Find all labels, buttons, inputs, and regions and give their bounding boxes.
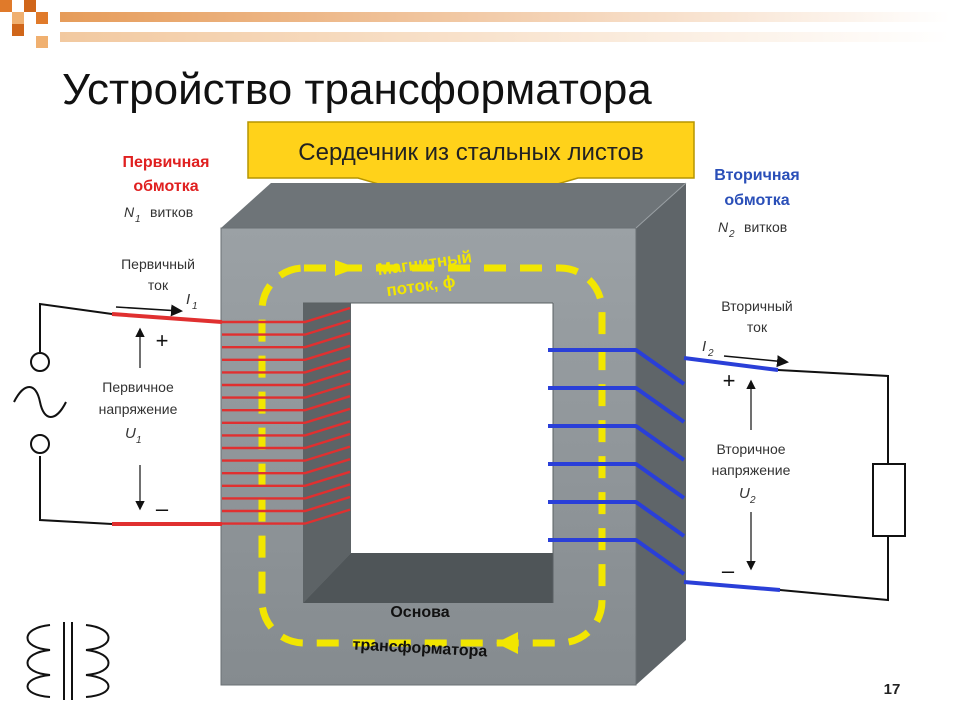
secondary-voltage-symbol: U (739, 485, 750, 502)
primary-winding-title-line1: Первичная (122, 154, 209, 171)
primary-lead-top (111, 312, 223, 324)
secondary-circuit (777, 369, 906, 602)
secondary-coil-turn (548, 424, 686, 462)
callout-text: Сердечник из стальных листов (298, 139, 643, 166)
primary-coil-turn (222, 382, 351, 399)
primary-circuit (13, 302, 113, 525)
secondary-turns-word: витков (744, 219, 787, 235)
primary-coil-turn (222, 306, 351, 324)
secondary-coil-turn (548, 386, 686, 424)
primary-coil-turn (222, 395, 351, 412)
secondary-turns-symbol: N (718, 219, 729, 235)
callout-box: Сердечник из стальных листов (247, 121, 695, 211)
primary-current-arrow (115, 304, 183, 317)
secondary-current-symbol: I (702, 338, 706, 355)
primary-voltage-symbol: U (125, 425, 136, 442)
primary-coil-turn (222, 495, 351, 513)
source-terminal-bottom (30, 434, 50, 454)
secondary-current-label-line1: Вторичный (721, 298, 792, 314)
primary-coil-turn (222, 332, 351, 349)
primary-coil-turn (222, 344, 351, 361)
secondary-lead-top (683, 356, 779, 372)
secondary-voltage-label-line2: напряжение (712, 462, 791, 478)
load-resistor-icon (872, 463, 906, 537)
primary-coil-turn (222, 470, 351, 487)
primary-coil-turn (222, 357, 351, 374)
primary-coil-turn (222, 508, 351, 525)
secondary-plus-sign: + (723, 368, 736, 393)
secondary-lead-bottom (683, 580, 781, 592)
primary-turns-word: витков (150, 204, 193, 220)
transformer-core (220, 182, 687, 686)
primary-plus-sign: + (156, 328, 169, 353)
primary-current-symbol: I (186, 291, 190, 308)
primary-turns-subscript: 1 (135, 214, 141, 225)
secondary-winding-title-line1: Вторичная (714, 167, 800, 184)
secondary-current-label-line2: ток (747, 319, 768, 335)
secondary-winding-title-line2: обмотка (724, 192, 789, 209)
primary-coil-turn (222, 407, 351, 424)
secondary-current-subscript: 2 (707, 348, 714, 359)
secondary-coil-turn (548, 348, 686, 386)
primary-turns-symbol: N (124, 204, 135, 220)
primary-voltage-subscript: 1 (136, 435, 142, 446)
secondary-winding (548, 348, 686, 576)
primary-winding-title-line2: обмотка (133, 178, 198, 195)
secondary-coil-turn (548, 462, 686, 500)
primary-coil-turn (222, 458, 351, 475)
primary-coil-turn (222, 445, 351, 462)
primary-voltage-label-line1: Первичное (102, 379, 174, 395)
secondary-turns-subscript: 2 (728, 229, 735, 240)
primary-minus-sign: – (156, 496, 169, 521)
primary-coil-turn (222, 369, 351, 387)
header-decoration (0, 0, 950, 48)
page-number: 17 (884, 681, 901, 698)
secondary-coil-turn (548, 500, 686, 538)
secondary-current-arrow (723, 355, 789, 368)
core-window (351, 303, 553, 553)
primary-labels: Первичная обмотка N 1 витков Первичный т… (99, 154, 210, 521)
primary-coil-turn (222, 432, 351, 450)
primary-current-label-line2: ток (148, 277, 169, 293)
primary-current-subscript: 1 (192, 301, 198, 312)
source-terminal-top (30, 352, 50, 372)
primary-coil-turn (222, 483, 351, 500)
secondary-voltage-label-line1: Вторичное (716, 441, 785, 457)
primary-winding (222, 306, 351, 525)
slide-title: Устройство трансформатора (62, 65, 652, 114)
primary-current-label-line1: Первичный (121, 256, 195, 272)
window-bottom-depth (303, 553, 553, 603)
primary-coil-turn (222, 319, 351, 336)
secondary-voltage-subscript: 2 (749, 495, 756, 506)
primary-voltage-label-line2: напряжение (99, 401, 178, 417)
secondary-minus-sign: – (722, 558, 735, 583)
primary-coil-turn (222, 420, 351, 437)
base-label-line1: Основа (390, 604, 449, 621)
secondary-coil-turn (548, 538, 686, 576)
flux-arrow-bottom (496, 632, 518, 654)
magnetic-flux-loop (258, 260, 606, 654)
transformer-symbol-icon (26, 622, 110, 700)
flux-arrow-top (335, 260, 357, 276)
ac-source-icon (13, 386, 67, 418)
secondary-labels: Вторичная обмотка N 2 витков Вторичный т… (702, 167, 800, 583)
